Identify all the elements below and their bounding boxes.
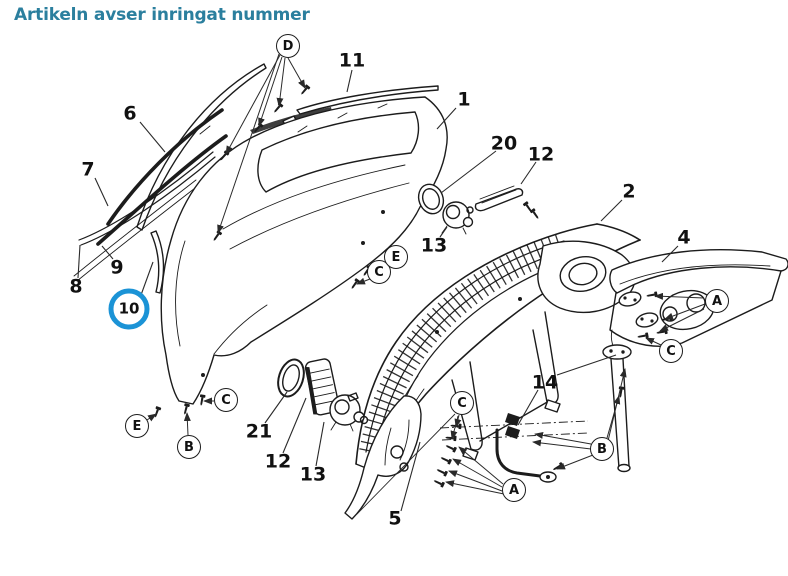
part-label-12: 12: [527, 143, 555, 166]
part-label-13: 13: [420, 234, 448, 257]
ref-label-a-1: A: [705, 289, 729, 313]
part-1-cowl-panel: [160, 96, 448, 405]
part-label-11: 11: [338, 49, 366, 72]
part-label-7: 7: [81, 158, 95, 181]
part-10-moulding-sliver: [150, 230, 165, 294]
ref-label-a-2: A: [502, 478, 526, 502]
part-label-10-circled: 10: [108, 288, 150, 330]
ref-label-e-11: E: [125, 414, 149, 438]
page-title: Artikeln avser inringat nummer: [14, 5, 310, 25]
part-label-6: 6: [123, 102, 137, 125]
ref-label-c-7: C: [450, 391, 474, 415]
part-label-2: 2: [622, 180, 636, 203]
part-12-vent-bottom: [304, 358, 340, 416]
part-label-20: 20: [490, 132, 518, 155]
ref-label-d-9: D: [276, 34, 300, 58]
part-label-1: 1: [457, 88, 471, 111]
leader-lines: [77, 69, 679, 515]
part-13-actuator-top: [441, 201, 474, 235]
part-14-stay-and-clips: [439, 329, 632, 483]
part-label-9: 9: [110, 256, 124, 279]
ref-label-b-3: B: [177, 435, 201, 459]
part-6-trim-strip: [136, 63, 267, 231]
part-13-actuator-bottom: [329, 392, 369, 432]
part-5-bracket: [344, 395, 462, 520]
ref-label-e-10: E: [384, 245, 408, 269]
part-label-5: 5: [388, 507, 402, 530]
part-4-bracket-assembly: [609, 249, 788, 347]
part-12-bracket-top: [474, 185, 541, 221]
part-7-trim-strips: [78, 108, 228, 246]
part-label-14: 14: [531, 371, 559, 394]
part-8-9-trim-strips: [73, 179, 200, 282]
part-20-bezel: [417, 183, 445, 215]
part-label-8: 8: [69, 275, 83, 298]
part-label-21: 21: [245, 420, 273, 443]
part-label-12: 12: [264, 450, 292, 473]
part-21-ring: [277, 358, 305, 398]
part-label-4: 4: [677, 226, 691, 249]
ref-label-b-4: B: [590, 437, 614, 461]
part-label-13: 13: [299, 463, 327, 486]
reference-arrows: [146, 53, 706, 495]
ref-label-c-8: C: [659, 339, 683, 363]
ref-label-c-6: C: [214, 388, 238, 412]
